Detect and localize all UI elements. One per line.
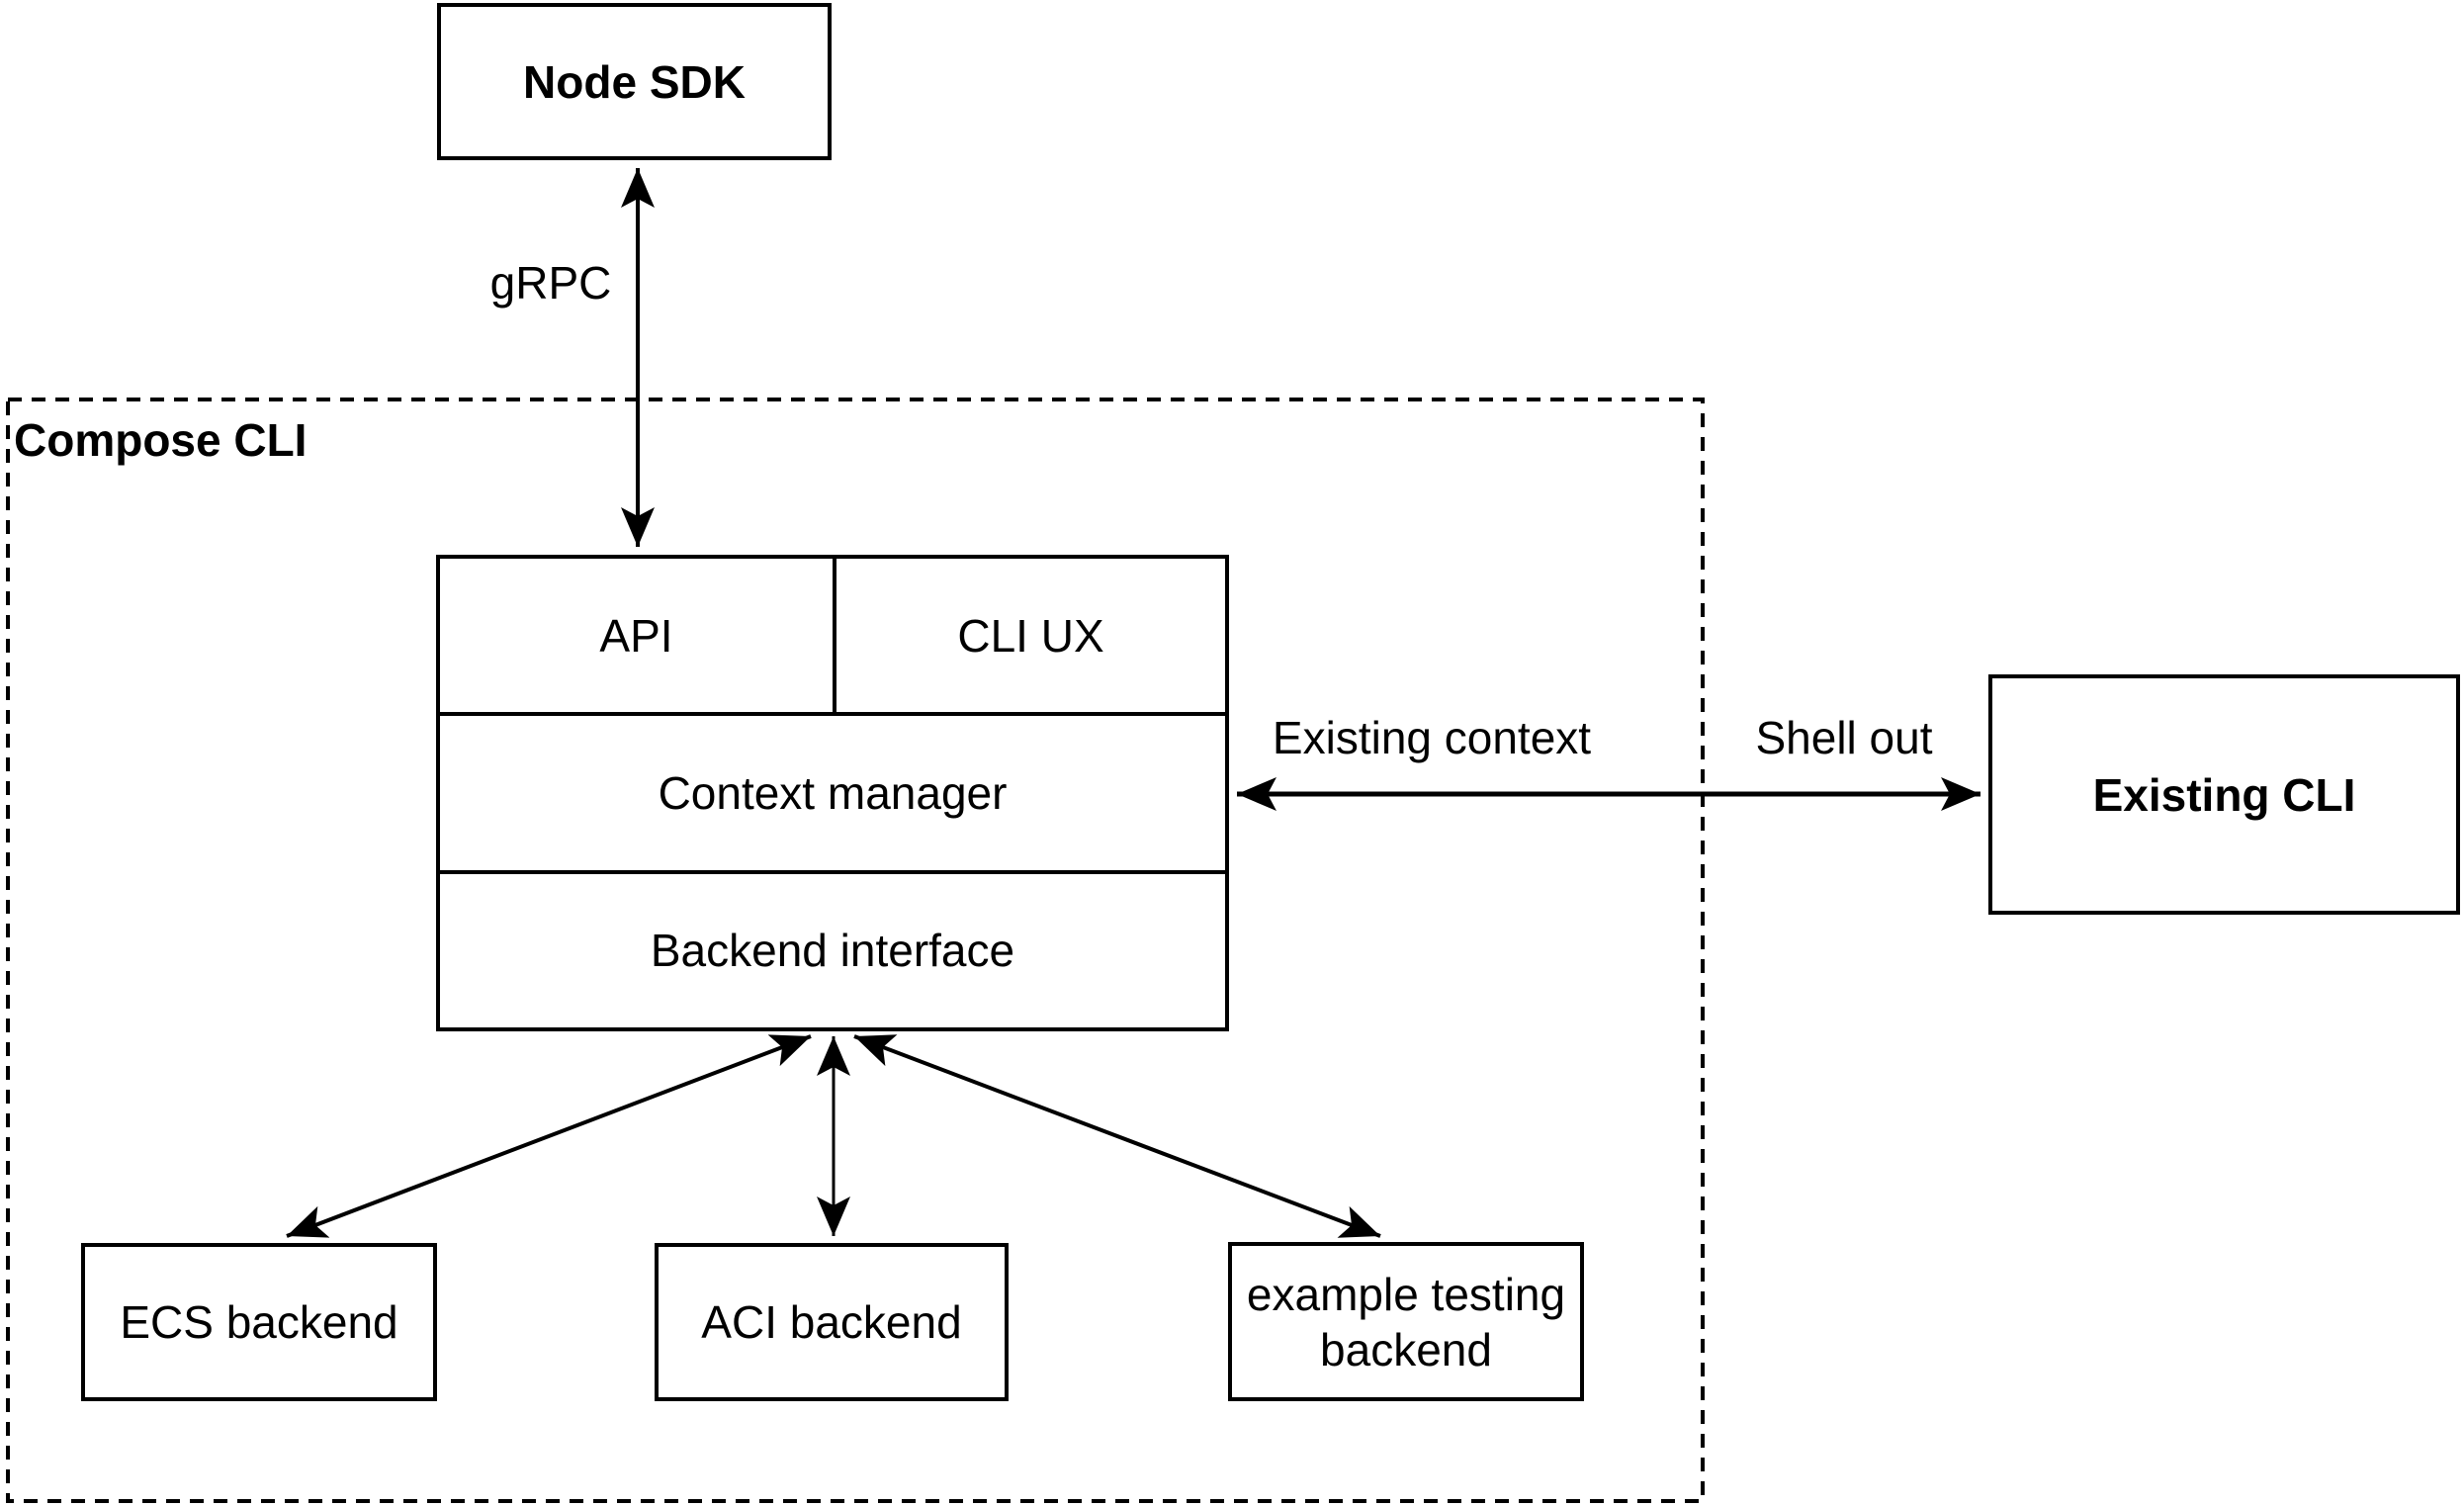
aci-backend-label: ACI backend	[701, 1296, 962, 1348]
context-manager-label: Context manager	[658, 766, 1008, 819]
context-manager-cell: Context manager	[440, 716, 1225, 869]
ecs-backend-box: ECS backend	[81, 1243, 437, 1401]
example-testing-backend-box: example testing backend	[1228, 1242, 1584, 1401]
grpc-edge-label: gRPC	[485, 255, 616, 310]
backend-interface-cell: Backend interface	[440, 874, 1225, 1027]
node-sdk-label: Node SDK	[523, 55, 746, 108]
backend-interface-label: Backend interface	[650, 925, 1015, 977]
cli-ux-cell: CLI UX	[836, 559, 1225, 712]
compose-cli-container-border	[6, 398, 1705, 1503]
backend-interface-row: Backend interface	[440, 869, 1225, 1027]
existing-context-edge-label: Existing context	[1268, 710, 1596, 765]
cli-ux-label: CLI UX	[957, 609, 1104, 662]
api-cell: API	[440, 559, 836, 713]
example-testing-backend-label-line1: example testing	[1246, 1268, 1566, 1320]
compose-cli-label: Compose CLI	[14, 414, 308, 466]
existing-cli-label: Existing CLI	[2092, 768, 2356, 821]
ecs-backend-label: ECS backend	[120, 1296, 398, 1348]
example-testing-backend-label-line2: backend	[1320, 1323, 1492, 1375]
compound-top-row: API CLI UX	[440, 559, 1225, 713]
api-label: API	[599, 609, 673, 662]
shell-out-edge-label: Shell out	[1751, 710, 1937, 765]
aci-backend-box: ACI backend	[655, 1243, 1009, 1401]
backend-example-arrow	[853, 1034, 1381, 1238]
context-manager-row: Context manager	[440, 712, 1225, 869]
node-sdk-box: Node SDK	[437, 3, 832, 160]
backend-ecs-arrow	[286, 1034, 812, 1238]
compose-cli-core-box: API CLI UX Context manager Backend inter…	[436, 555, 1229, 1031]
existing-cli-box: Existing CLI	[1988, 674, 2460, 915]
